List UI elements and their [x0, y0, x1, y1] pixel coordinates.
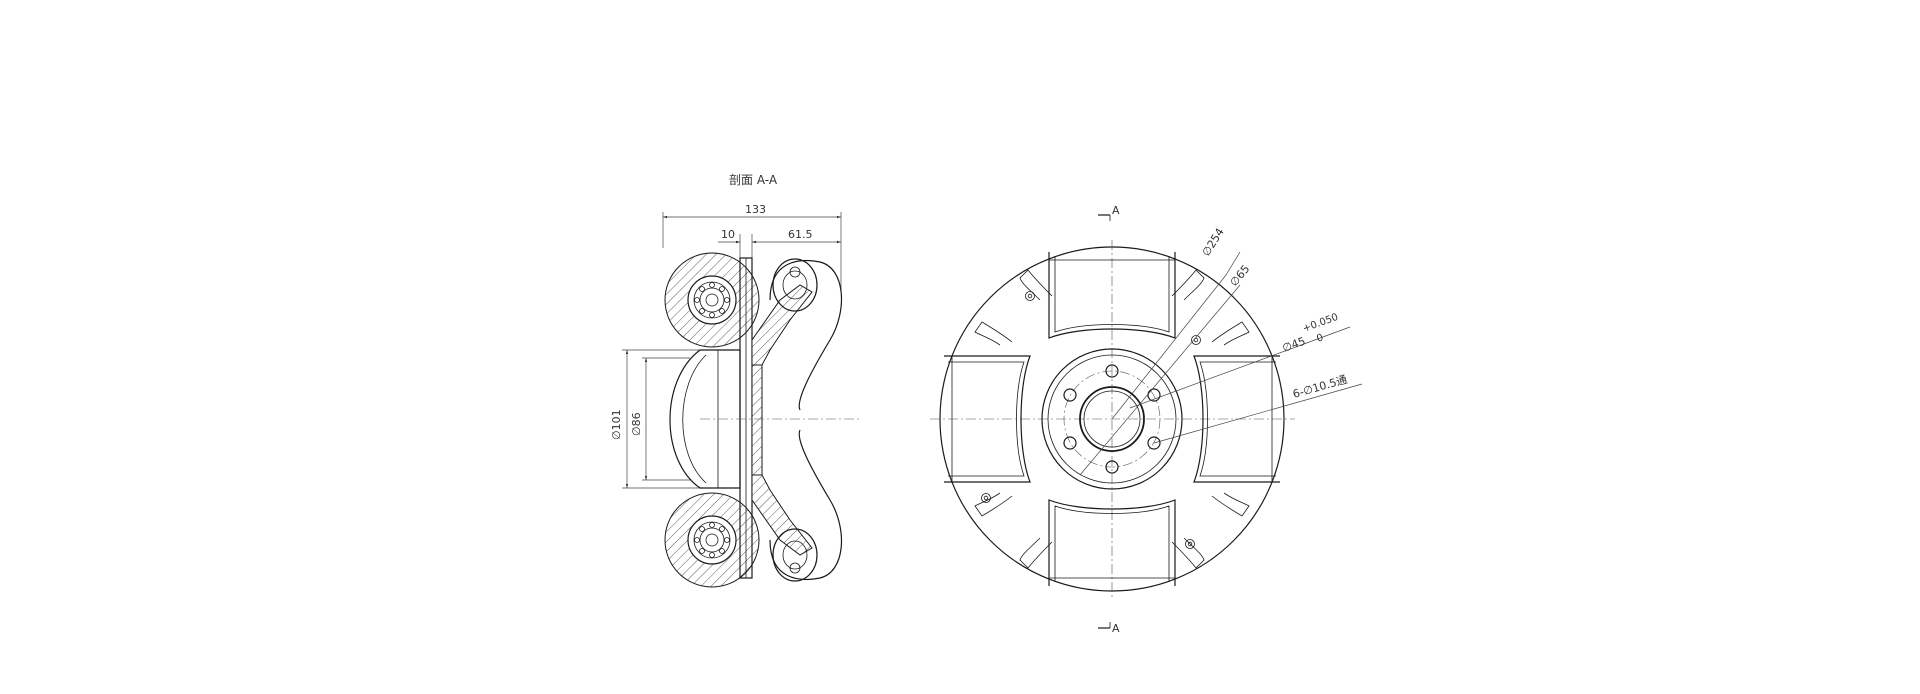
section-view: 剖面 A-A 133 10 61.5 ∅101 ∅86: [610, 173, 860, 588]
bracket-bolts: [981, 291, 1201, 549]
dim-wheel-dia-text: ∅254: [1200, 226, 1227, 259]
section-title: 剖面 A-A: [729, 173, 778, 187]
roller-top: [1048, 252, 1176, 339]
hub: [1041, 348, 1183, 490]
dim-outer-dia-text: ∅101: [610, 409, 623, 440]
section-mark-top-text: A: [1112, 204, 1120, 217]
roller-left: [944, 355, 1031, 483]
leader-holes: 6-∅10.5通: [1153, 373, 1363, 444]
dim-plate-text: 10: [721, 228, 735, 241]
roller-bottom-right: [769, 429, 843, 582]
dim-inner-dia-text: ∅86: [630, 412, 643, 436]
dim-overall-width: 133: [662, 203, 842, 290]
dim-diameters: ∅101 ∅86: [610, 349, 700, 489]
roller-bottom: [1048, 499, 1176, 586]
dim-bore-tol-upper-text: +0.050: [1301, 312, 1340, 335]
dim-bore-dia-text: ∅45: [1281, 335, 1308, 355]
hub-plate: [700, 257, 860, 579]
roller-top-left: [664, 252, 760, 348]
dim-right-text: 61.5: [788, 228, 813, 241]
dim-overall-width-text: 133: [745, 203, 766, 216]
roller-right: [1193, 355, 1280, 483]
dim-bore-tol-lower-text: 0: [1315, 332, 1325, 345]
dim-holes-text: 6-∅10.5通: [1291, 373, 1348, 401]
section-mark-bottom: A: [1098, 622, 1120, 635]
roller-bottom-left: [664, 492, 760, 588]
section-mark-top: A: [1098, 204, 1120, 221]
bolt-holes: [1063, 364, 1161, 474]
roller-top-right: [769, 258, 843, 411]
front-view: A A: [930, 204, 1363, 635]
section-mark-bottom-text: A: [1112, 622, 1120, 635]
